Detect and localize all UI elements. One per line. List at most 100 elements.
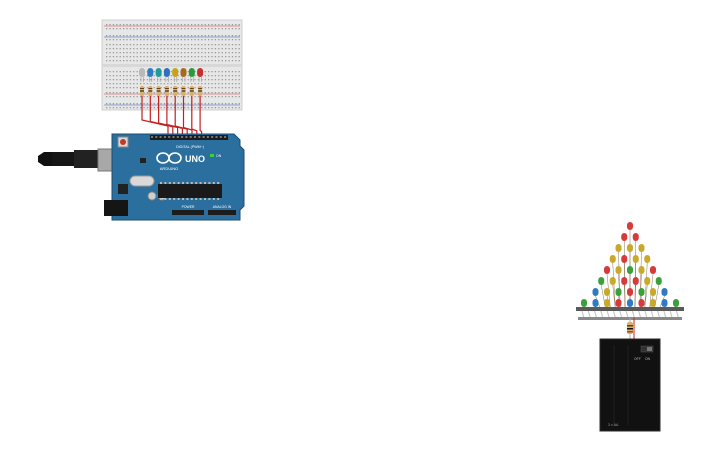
tree-led[interactable] (581, 299, 587, 307)
digital-pin[interactable] (185, 136, 188, 138)
breadboard-led[interactable] (188, 68, 195, 77)
digital-pin[interactable] (176, 136, 179, 138)
tree-led[interactable] (609, 255, 616, 263)
breadboard[interactable] (101, 19, 243, 111)
tree-led[interactable] (673, 299, 679, 307)
tree-led[interactable] (609, 277, 616, 285)
digital-pin[interactable] (159, 136, 162, 138)
led-signal-wire[interactable] (191, 96, 198, 135)
breadboard-led[interactable] (197, 68, 204, 77)
dc-power-jack[interactable] (104, 200, 128, 216)
tree-led[interactable] (627, 288, 633, 296)
breadboard-hole (160, 83, 162, 85)
digital-pin[interactable] (155, 136, 158, 138)
digital-pin[interactable] (163, 136, 166, 138)
breadboard-led[interactable] (172, 68, 179, 77)
breadboard-hole (112, 75, 115, 77)
led-signal-wire[interactable] (182, 96, 193, 135)
tree-led[interactable] (604, 288, 610, 296)
breadboard-hole (119, 71, 121, 73)
tree-led[interactable] (604, 266, 610, 274)
tree-led[interactable] (655, 277, 662, 285)
tree-led[interactable] (638, 288, 645, 296)
tree-led[interactable] (592, 288, 599, 296)
led-signal-wire[interactable] (199, 96, 203, 135)
tree-led[interactable] (650, 299, 656, 307)
tree-led[interactable] (627, 222, 633, 230)
tree-leds[interactable] (581, 222, 679, 307)
resistor-band (156, 88, 161, 89)
led-christmas-tree[interactable] (576, 222, 684, 343)
digital-pin[interactable] (198, 136, 201, 138)
tree-led[interactable] (615, 266, 622, 274)
tree-led[interactable] (632, 277, 639, 285)
breadboard-led[interactable] (155, 68, 162, 77)
analog-pin-header[interactable] (208, 210, 236, 215)
breadboard-resistors[interactable] (140, 86, 203, 96)
tree-led[interactable] (621, 277, 628, 285)
digital-pin[interactable] (168, 136, 171, 138)
digital-pin[interactable] (206, 136, 209, 138)
tree-led[interactable] (638, 299, 645, 307)
digital-pin[interactable] (219, 136, 222, 138)
tree-led[interactable] (644, 277, 651, 285)
tree-led[interactable] (638, 266, 645, 274)
breadboard-hole (109, 56, 111, 58)
breadboard-led[interactable] (147, 68, 154, 77)
breadboard-hole (228, 75, 230, 77)
digital-pin[interactable] (181, 136, 184, 138)
small-ic-chip (140, 158, 146, 163)
breadboard-hole (208, 60, 210, 62)
tree-led[interactable] (638, 244, 645, 252)
atmega-pin (212, 198, 215, 200)
tree-led[interactable] (632, 255, 639, 263)
digital-pin[interactable] (211, 136, 214, 138)
digital-pin[interactable] (202, 136, 205, 138)
tree-led[interactable] (627, 244, 633, 252)
breadboard-hole (187, 28, 189, 30)
tree-led[interactable] (621, 255, 628, 263)
tree-led[interactable] (592, 299, 599, 307)
arduino-uno-board[interactable]: DIGITAL (PWM~) UNO ARDUINO ON POWER ANAL… (38, 133, 245, 221)
digital-pin[interactable] (151, 136, 153, 138)
digital-pin[interactable] (189, 136, 192, 138)
breadboard-hole (184, 24, 186, 26)
tree-led[interactable] (627, 266, 633, 274)
tree-led[interactable] (615, 244, 622, 252)
tree-led[interactable] (621, 233, 628, 241)
tree-led-lead (612, 284, 616, 310)
breadboard-led[interactable] (139, 68, 145, 77)
breadboard-hole (197, 48, 200, 50)
tree-led[interactable] (661, 299, 668, 307)
tree-led[interactable] (604, 299, 610, 307)
power-pin-header[interactable] (172, 210, 204, 215)
battery-switch-slider[interactable] (647, 347, 652, 351)
breadboard-leds[interactable] (139, 68, 204, 82)
digital-pin[interactable] (224, 136, 227, 138)
breadboard-hole (180, 107, 183, 109)
digital-pin[interactable] (194, 136, 196, 138)
capacitor-1 (147, 191, 157, 201)
digital-pin[interactable] (172, 136, 175, 138)
tree-led[interactable] (650, 288, 656, 296)
breadboard-hole (174, 48, 176, 50)
tree-led[interactable] (615, 299, 622, 307)
red-wires[interactable] (141, 96, 203, 135)
breadboard-hole (180, 87, 183, 89)
digital-pin-header[interactable] (150, 135, 228, 140)
usb-cable-connector[interactable] (52, 152, 74, 166)
digital-pwm-label: DIGITAL (PWM~) (176, 145, 204, 149)
tree-led[interactable] (598, 277, 605, 285)
digital-pin[interactable] (215, 136, 218, 138)
battery-pack[interactable]: OFF ON 3 x AA (599, 338, 661, 432)
tree-led[interactable] (661, 288, 668, 296)
breadboard-led[interactable] (163, 68, 170, 77)
tree-led[interactable] (615, 288, 622, 296)
led-signal-wire[interactable] (174, 96, 188, 135)
tree-led[interactable] (632, 233, 639, 241)
breadboard-led[interactable] (180, 68, 187, 77)
tree-led[interactable] (644, 255, 651, 263)
tree-led[interactable] (627, 299, 633, 307)
tree-led[interactable] (650, 266, 656, 274)
